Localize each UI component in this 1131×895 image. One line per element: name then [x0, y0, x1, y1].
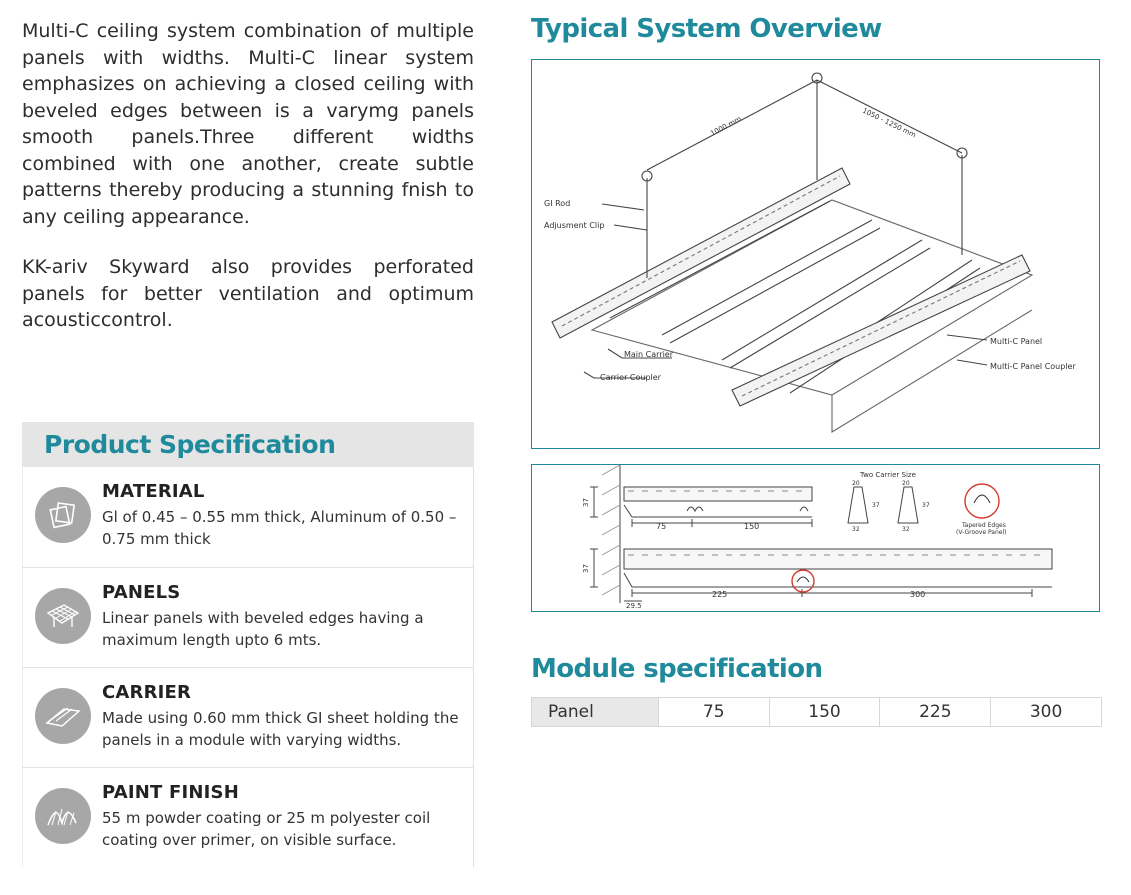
spec-item-paint-finish: PAINT FINISH 55 m powder coating or 25 m…: [22, 767, 474, 867]
spec-item-carrier: CARRIER Made using 0.60 mm thick GI shee…: [22, 667, 474, 767]
spec-item-text: Made using 0.60 mm thick GI sheet holdin…: [102, 709, 459, 749]
panels-icon: [35, 588, 91, 644]
spec-title: Product Specification: [44, 430, 336, 459]
spec-item-title: MATERIAL: [102, 481, 205, 502]
carrier-b-bottom: 32: [902, 526, 910, 533]
label-panel: Multi-C Panel: [990, 337, 1042, 346]
dim-300: 300: [910, 590, 925, 599]
material-icon: [35, 487, 91, 543]
spec-item-text: Gl of 0.45 – 0.55 mm thick, Aluminum of …: [102, 508, 457, 548]
label-dim-1050: 1050 - 1250 mm: [861, 107, 917, 140]
spec-item-panels: PANELS Linear panels with beveled edges …: [22, 567, 474, 667]
carrier-a-height: 37: [872, 502, 880, 509]
label-carrier-coupler: Carrier Coupler: [600, 373, 662, 382]
label-panel-coupler: Multi-C Panel Coupler: [990, 362, 1076, 371]
dim-height-1: 37: [582, 498, 590, 507]
intro-text: Multi-C ceiling system combination of mu…: [22, 18, 474, 358]
label-tapered-1: Tapered Edges: [961, 522, 1006, 529]
label-dim-1000: 1000 mm: [709, 115, 743, 138]
dim-225: 225: [712, 590, 727, 599]
carrier-icon: [35, 688, 91, 744]
dim-29-5: 29.5: [626, 602, 642, 610]
product-specification: Product Specification MATERIAL Gl of 0.4…: [22, 422, 474, 867]
module-header-cell: Panel: [532, 698, 658, 726]
paint-finish-icon: [35, 788, 91, 844]
module-spec-table: Panel 75 150 225 300: [531, 697, 1102, 727]
overview-title: Typical System Overview: [531, 14, 882, 44]
carrier-a-bottom: 32: [852, 526, 860, 533]
dim-75: 75: [656, 522, 666, 531]
module-value-cell: 75: [657, 698, 769, 726]
label-main-carrier: Main Carrier: [624, 350, 674, 359]
spec-item-title: CARRIER: [102, 682, 192, 703]
carrier-a-top: 20: [852, 480, 860, 487]
label-gi-rod: GI Rod: [544, 199, 570, 208]
spec-header: Product Specification: [22, 422, 474, 467]
system-overview-diagram: GI Rod Adjusment Clip Main Carrier Carri…: [531, 59, 1100, 449]
carrier-b-height: 37: [922, 502, 930, 509]
module-value-cell: 300: [990, 698, 1101, 726]
label-tapered-2: (V-Groove Panel): [956, 529, 1006, 536]
spec-item-text: Linear panels with beveled edges having …: [102, 609, 424, 649]
module-value-cell: 150: [768, 698, 880, 726]
module-value-cell: 225: [879, 698, 990, 726]
section-diagram: Two Carrier Size Tapered Edges (V-Groove…: [531, 464, 1100, 612]
spec-item-title: PANELS: [102, 582, 181, 603]
spec-item-material: MATERIAL Gl of 0.45 – 0.55 mm thick, Alu…: [22, 467, 474, 567]
label-carrier-size: Two Carrier Size: [859, 471, 916, 479]
module-spec-title: Module specification: [531, 654, 823, 684]
spec-item-text: 55 m powder coating or 25 m polyester co…: [102, 809, 431, 849]
spec-item-title: PAINT FINISH: [102, 782, 239, 803]
carrier-section-drawing: Two Carrier Size Tapered Edges (V-Groove…: [582, 464, 1053, 610]
intro-paragraph-2: KK-ariv Skyward also provides perforated…: [22, 256, 474, 331]
carrier-b-top: 20: [902, 480, 910, 487]
label-adjustment-clip: Adjusment Clip: [544, 221, 604, 230]
intro-paragraph-1: Multi-C ceiling system combination of mu…: [22, 20, 474, 228]
dim-height-2: 37: [582, 564, 590, 573]
dim-150: 150: [744, 522, 759, 531]
ceiling-isometric-drawing: GI Rod Adjusment Clip Main Carrier Carri…: [544, 72, 1076, 433]
